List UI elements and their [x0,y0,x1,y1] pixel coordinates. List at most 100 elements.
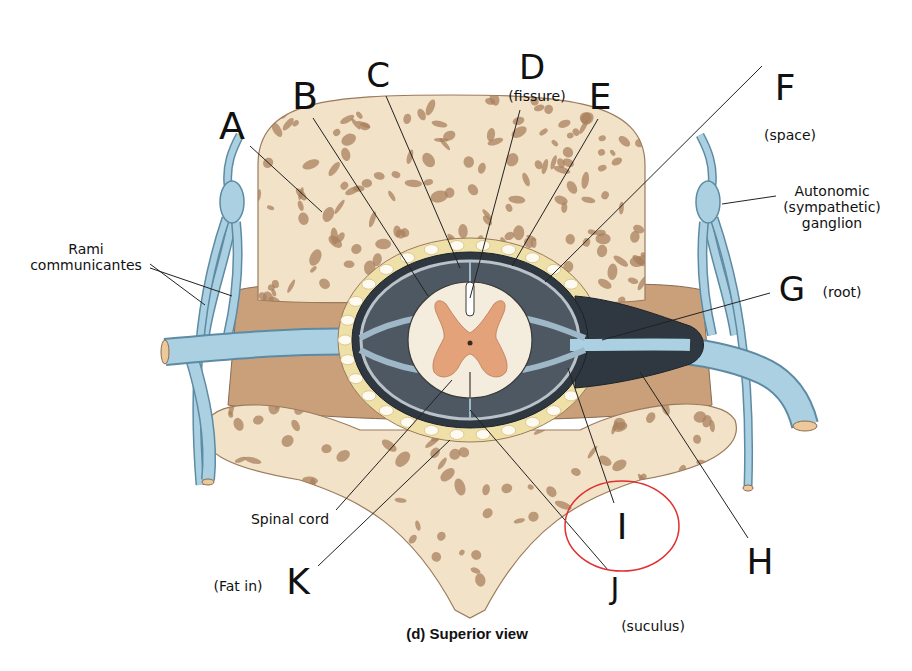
leader-line [150,268,232,296]
bone-pore [641,585,656,602]
sympathetic-ganglion [220,181,244,223]
bone-pore [326,160,342,177]
bone-pore [375,239,391,249]
part-letter: D [519,48,545,87]
bone-pore [236,532,248,544]
fat-globule [379,264,393,274]
part-name: Autonomic (sympathetic) ganglion [780,183,884,231]
bone-pore [458,224,468,239]
leader-line [545,66,762,282]
bone-pore [307,247,324,267]
denticulate-strand [469,262,471,282]
bone-pore [527,510,540,523]
bone-pore [414,520,421,532]
ramus-communicans [702,222,712,335]
bone-pore [288,399,299,411]
bone-pore [566,132,574,139]
bone-pore [596,244,608,258]
ventral-ramus-outline [190,352,209,480]
bone-pore [333,199,346,216]
bone-pore [392,594,404,600]
bone-pore [466,182,481,197]
part-name: Rami communicantes [26,241,146,273]
bone-pore [326,233,344,250]
fat-globule [424,425,438,435]
bone-pore [420,150,438,169]
bone-pore [269,121,284,139]
part-letter: B [292,75,318,119]
label-hint: (Fat in) [214,578,263,594]
bone-pore [609,149,616,157]
fat-globules [338,241,602,440]
bone-pore [279,433,296,450]
bone-pore [392,449,413,470]
bone-pore [627,277,639,285]
part-letter: E [589,76,612,117]
bone-pore [415,597,432,614]
bone-pore [228,400,235,416]
bone-pore [557,118,572,129]
bone-pore [308,608,318,617]
fat-globule [349,374,363,384]
fat-globule [401,253,415,263]
fat-globule [362,391,376,401]
bone-pore [234,455,247,464]
bone-pore [321,443,333,454]
bone-pore [526,234,538,242]
leader-line [602,293,770,340]
arachnoid-mater [361,261,579,419]
part-letter: C [366,56,390,95]
bone-pore [301,157,321,171]
spinal-nerves [161,135,817,491]
part-letter: J [611,572,620,607]
bone-pore [549,570,559,588]
bone-pore [677,564,693,582]
bone-pore [678,577,690,587]
bone-pore [612,253,630,268]
bone-pore [556,157,567,169]
bone-pore [720,555,734,571]
bone-pore [430,551,442,564]
part-letter: A [219,105,245,149]
bone-pore [435,530,447,542]
bone-pore [597,164,607,173]
bone-pore [635,138,645,147]
bone-pore [266,205,274,211]
bone-pore [693,434,702,444]
bone-pore [659,398,672,417]
bone-pore [349,242,363,256]
bone-pore [470,566,482,575]
bone-pore [379,571,400,590]
sympathetic-ganglion [696,181,720,223]
bone-pore [552,580,562,592]
bone-pore [709,419,716,432]
nerve-cut-end [161,340,169,364]
bone-pore [367,211,377,228]
bone-pore [565,234,575,244]
bone-pore [199,528,209,547]
epidural-fat [338,238,602,442]
bone-pore [632,223,646,235]
label-hint: (space) [764,127,816,143]
fat-globule [450,429,464,439]
ramus-communicans [228,222,238,335]
bone-pore [434,138,449,143]
bone-pore [347,589,363,607]
bone-pore [732,516,742,531]
bone-pore [722,446,738,461]
bone-pore [595,233,611,245]
label-hint: (fissure) [508,88,565,104]
bone-pore [355,111,364,120]
bone-pore [268,399,281,416]
bone-pore [607,263,618,280]
nerve-cut-end [793,421,817,431]
denticulate-strand [469,398,471,418]
part-letter: K [286,561,310,602]
leader-line [336,380,452,510]
bone-pore [391,170,402,179]
bone-pore [297,211,310,226]
bone-pore [296,200,304,212]
bone-pore [687,532,700,543]
bone-pore [286,279,297,294]
label-hint: (root) [823,284,862,300]
